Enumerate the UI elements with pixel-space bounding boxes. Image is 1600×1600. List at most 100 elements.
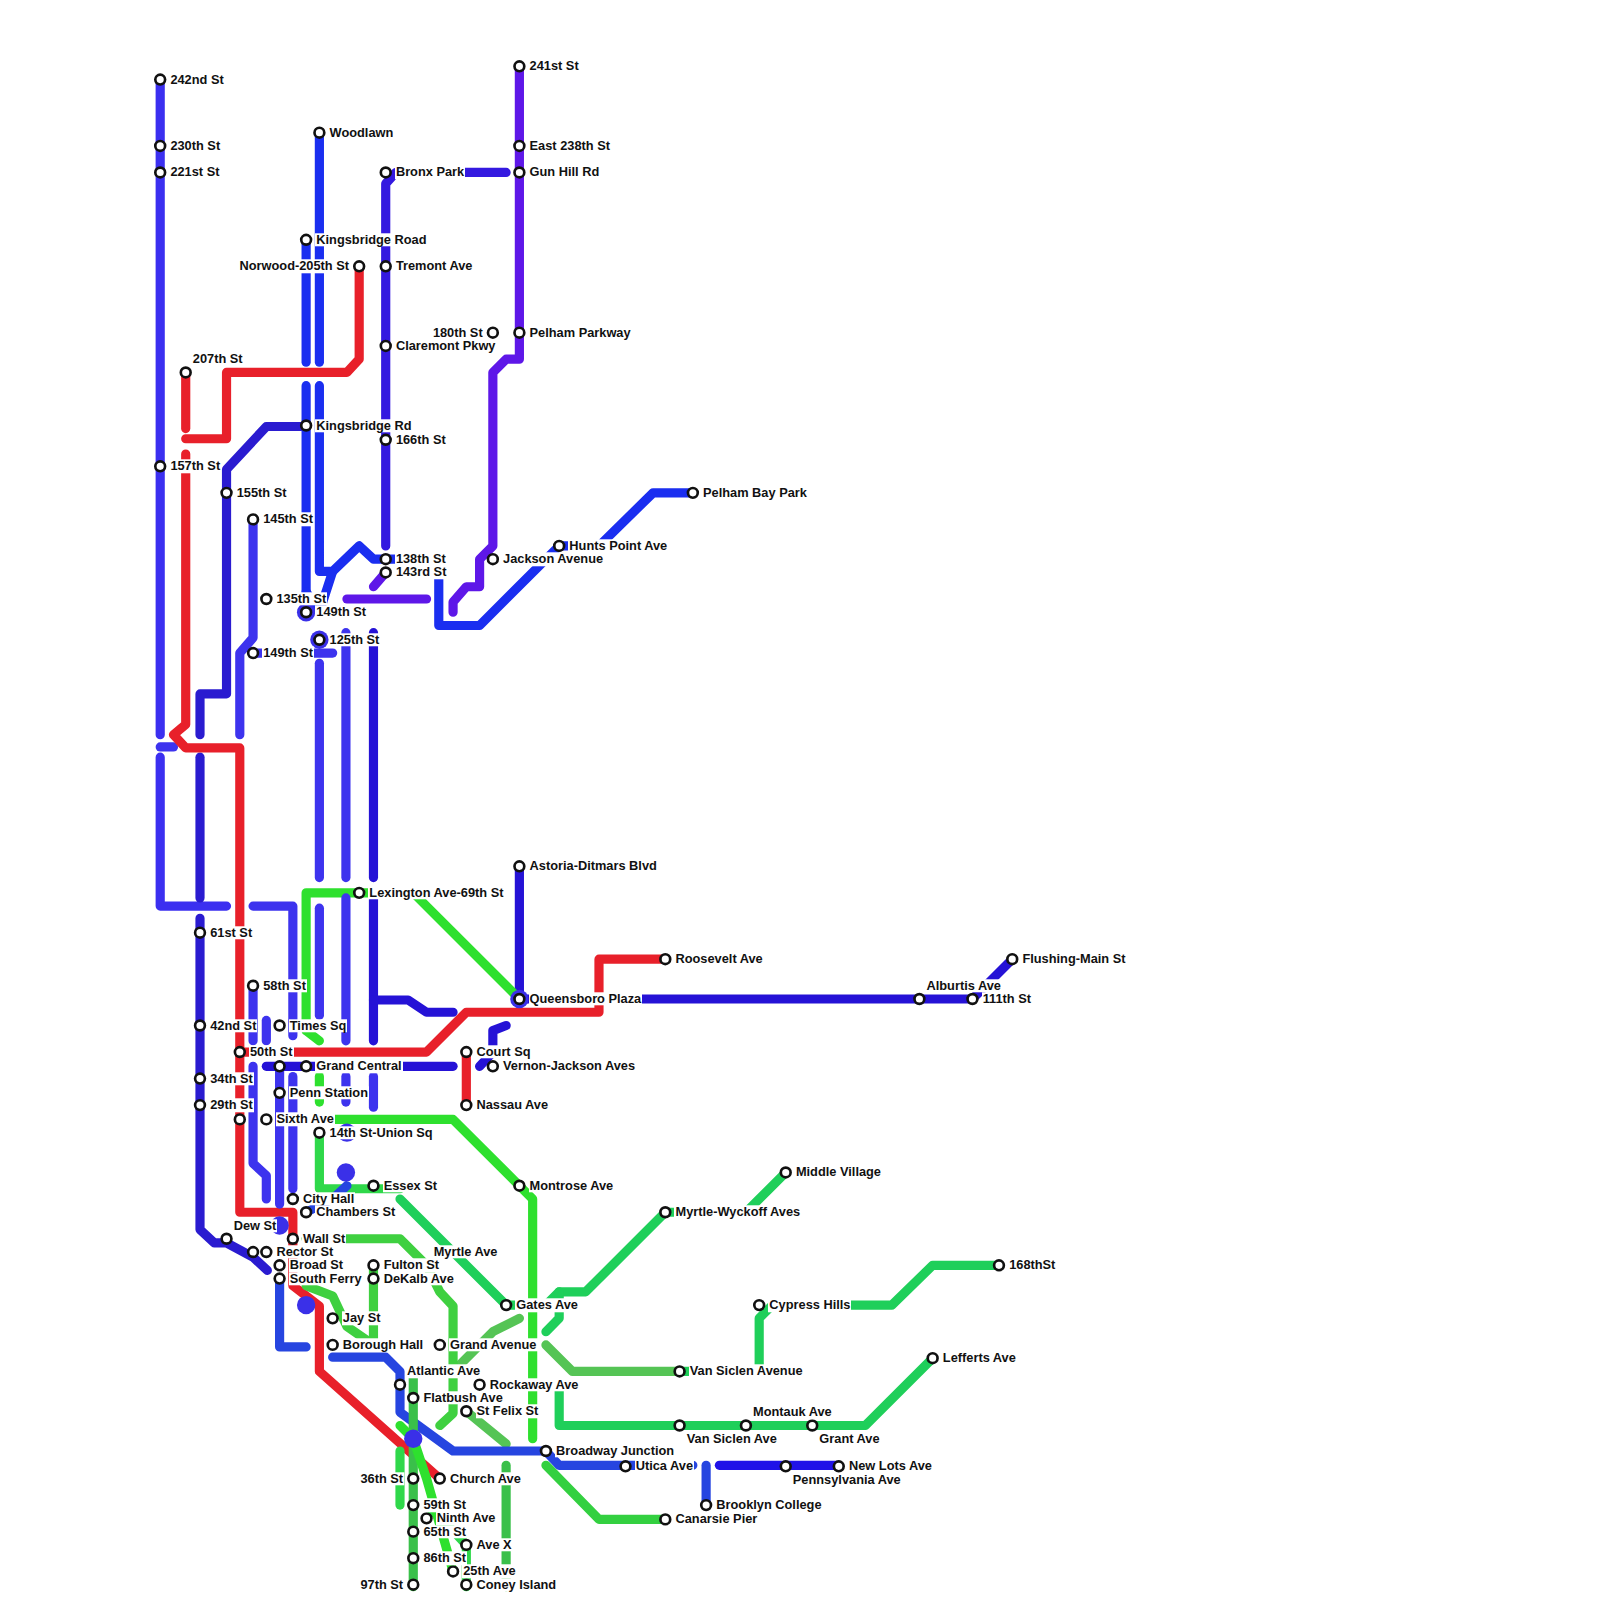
station-label: Brooklyn College: [715, 1498, 822, 1511]
station-dot: [701, 1500, 711, 1510]
station-label: Nassau Ave: [476, 1098, 550, 1111]
station-dot: [354, 888, 364, 898]
station-label: 180th St: [432, 326, 484, 339]
station-dot: [301, 235, 311, 245]
station-dot: [675, 1367, 685, 1377]
station-dot: [275, 1021, 285, 1031]
station-dot: [741, 1421, 751, 1431]
subway-line: [386, 172, 506, 545]
station-label: Court Sq: [476, 1045, 532, 1058]
station-dot: [275, 1088, 285, 1098]
station-dot: [301, 607, 311, 617]
station-label: 25th Ave: [462, 1565, 516, 1578]
station-label: Gates Ave: [515, 1298, 579, 1311]
station-label: South Ferry: [289, 1272, 363, 1285]
station-dot: [181, 368, 191, 378]
subway-line: [369, 1077, 378, 1108]
subway-line: [195, 757, 204, 898]
station-label: 111th St: [982, 992, 1032, 1005]
subway-line: [181, 372, 190, 428]
station-label: Rector St: [276, 1245, 335, 1258]
station-label: Alburtis Ave: [926, 979, 1002, 992]
subway-line: [546, 1465, 665, 1519]
station-label: 14th St-Union Sq: [329, 1126, 434, 1139]
station-dot: [461, 1540, 471, 1550]
station-dot: [514, 1181, 524, 1191]
station-label: Roosevelt Ave: [674, 952, 763, 965]
subway-line: [253, 1066, 266, 1199]
station-dot: [381, 568, 391, 578]
station-dot: [461, 1047, 471, 1057]
subway-line: [302, 386, 311, 592]
station-dot: [314, 128, 324, 138]
station-label: Woodlawn: [329, 126, 395, 139]
subway-line: [253, 906, 293, 1036]
station-dot: [1007, 954, 1017, 964]
station-dot: [369, 1181, 379, 1191]
station-label: Astoria-Ditmars Blvd: [529, 860, 658, 873]
station-dot: [195, 1074, 205, 1084]
station-dot: [422, 1513, 432, 1523]
station-dot: [660, 1207, 670, 1217]
station-label: Van Siclen Ave: [686, 1432, 778, 1445]
station-label: Grant Ave: [818, 1432, 880, 1445]
station-label: Jay St: [342, 1312, 382, 1325]
station-dot: [488, 554, 498, 564]
station-label: 135th St: [276, 592, 328, 605]
station-dot: [435, 1474, 445, 1484]
station-dot: [807, 1421, 817, 1431]
station-dot: [461, 1406, 471, 1416]
station-dot: [475, 1380, 485, 1390]
station-label: 157th St: [169, 460, 221, 473]
station-dot: [248, 648, 258, 658]
subway-line: [200, 918, 267, 1270]
subway-line: [302, 240, 311, 362]
station-dot: [354, 261, 364, 271]
station-label: Fulton St: [383, 1259, 440, 1272]
station-label: Canarsie Pier: [674, 1513, 758, 1526]
station-label: Ninth Ave: [436, 1512, 497, 1525]
station-dot: [248, 1247, 258, 1257]
station-dot: [781, 1168, 791, 1178]
subway-line: [315, 133, 324, 363]
station-dot: [288, 1194, 298, 1204]
station-dot: [408, 1474, 418, 1484]
station-label: Pennsylvania Ave: [792, 1473, 902, 1486]
subway-line: [373, 1000, 453, 1012]
station-dot: [222, 1234, 232, 1244]
station-dot: [408, 1553, 418, 1563]
station-dot: [195, 1021, 205, 1031]
station-dot: [328, 1313, 338, 1323]
subway-line: [280, 1281, 307, 1347]
subway-line: [333, 1357, 693, 1465]
transfer-blob: [510, 990, 528, 1008]
station-label: Wall St: [302, 1232, 346, 1245]
subway-line: [369, 633, 378, 878]
transfer-blob: [337, 1163, 355, 1181]
station-dot: [448, 1567, 458, 1577]
station-dot: [408, 1500, 418, 1510]
transfer-blob: [404, 1430, 422, 1448]
station-label: Atlantic Ave: [406, 1365, 481, 1378]
station-label: Church Ave: [449, 1472, 522, 1485]
station-dot: [914, 994, 924, 1004]
station-dot: [834, 1461, 844, 1471]
station-label: Essex St: [383, 1179, 438, 1192]
station-label: 143rd St: [395, 566, 448, 579]
station-label: Vernon-Jackson Aves: [502, 1060, 636, 1073]
station-label: Hunts Point Ave: [568, 539, 668, 552]
station-dot: [395, 1380, 405, 1390]
station-dot: [541, 1446, 551, 1456]
station-dot: [675, 1421, 685, 1431]
station-dot: [369, 1274, 379, 1284]
station-label: Rockaway Ave: [489, 1378, 580, 1391]
station-label: Borough Hall: [342, 1338, 424, 1351]
station-dot: [195, 1100, 205, 1110]
station-label: Flatbush Ave: [422, 1391, 503, 1404]
station-dot: [328, 1340, 338, 1350]
subway-line: [160, 742, 173, 751]
station-label: 61st St: [209, 926, 253, 939]
transfer-blob: [297, 1296, 315, 1314]
